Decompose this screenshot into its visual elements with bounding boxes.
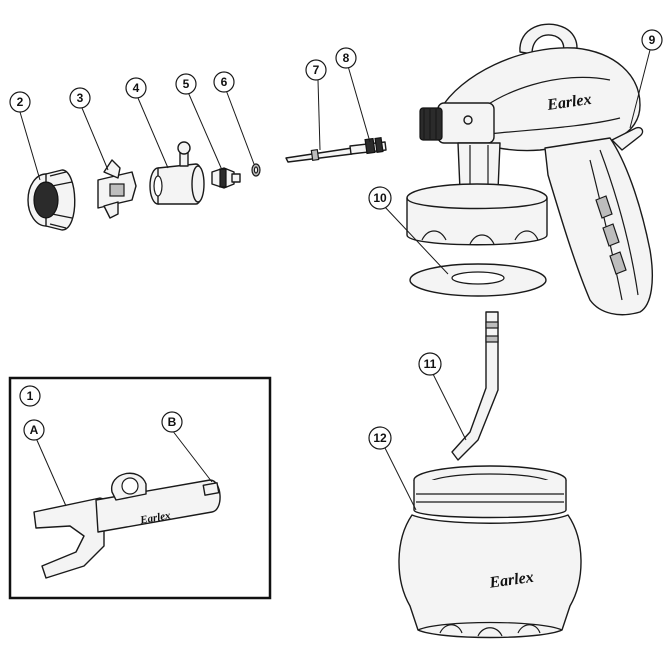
callout-11: 11 — [418, 352, 442, 376]
container-brand-logo: Earlex — [487, 569, 534, 592]
nozzle-tip — [211, 167, 241, 189]
valve-piece — [97, 159, 137, 219]
gun-brand-logo: Earlex — [545, 91, 592, 114]
svg-text:3: 3 — [77, 91, 84, 105]
svg-text:5: 5 — [183, 77, 190, 91]
svg-text:B: B — [168, 415, 177, 429]
svg-text:12: 12 — [373, 431, 387, 445]
callout-4: 4 — [125, 77, 147, 99]
callout-9: 9 — [641, 29, 663, 51]
callout-A: A — [23, 419, 45, 441]
callout-5: 5 — [175, 73, 197, 95]
callout-1: 1 — [19, 385, 41, 407]
inset-tool-box: Earlex — [8, 376, 272, 600]
spray-gun-body: Earlex — [419, 23, 653, 316]
air-cap-housing — [149, 141, 205, 205]
callout-10: 10 — [368, 186, 392, 210]
o-ring — [251, 163, 261, 177]
tool-brand-logo: Earlex — [138, 509, 172, 526]
svg-text:10: 10 — [373, 191, 387, 205]
gasket-ring — [409, 263, 547, 297]
paint-container: Earlex — [398, 465, 582, 639]
callout-2: 2 — [9, 91, 31, 113]
callout-12: 12 — [368, 426, 392, 450]
svg-text:11: 11 — [424, 357, 437, 371]
svg-text:9: 9 — [649, 33, 656, 47]
svg-text:6: 6 — [221, 75, 228, 89]
callout-B: B — [161, 411, 183, 433]
callout-7: 7 — [305, 59, 327, 81]
callout-8: 8 — [335, 47, 357, 69]
svg-text:1: 1 — [27, 389, 34, 403]
container-lid — [406, 183, 548, 246]
callout-3: 3 — [69, 87, 91, 109]
svg-text:8: 8 — [343, 51, 350, 65]
ring-nut — [27, 169, 76, 231]
needle-assembly — [285, 136, 387, 163]
leader-lines — [19, 49, 651, 511]
callout-6: 6 — [213, 71, 235, 93]
svg-text:2: 2 — [17, 95, 24, 109]
svg-text:7: 7 — [313, 63, 320, 77]
svg-text:4: 4 — [133, 81, 140, 95]
svg-text:A: A — [30, 423, 39, 437]
suction-tube — [451, 311, 499, 461]
